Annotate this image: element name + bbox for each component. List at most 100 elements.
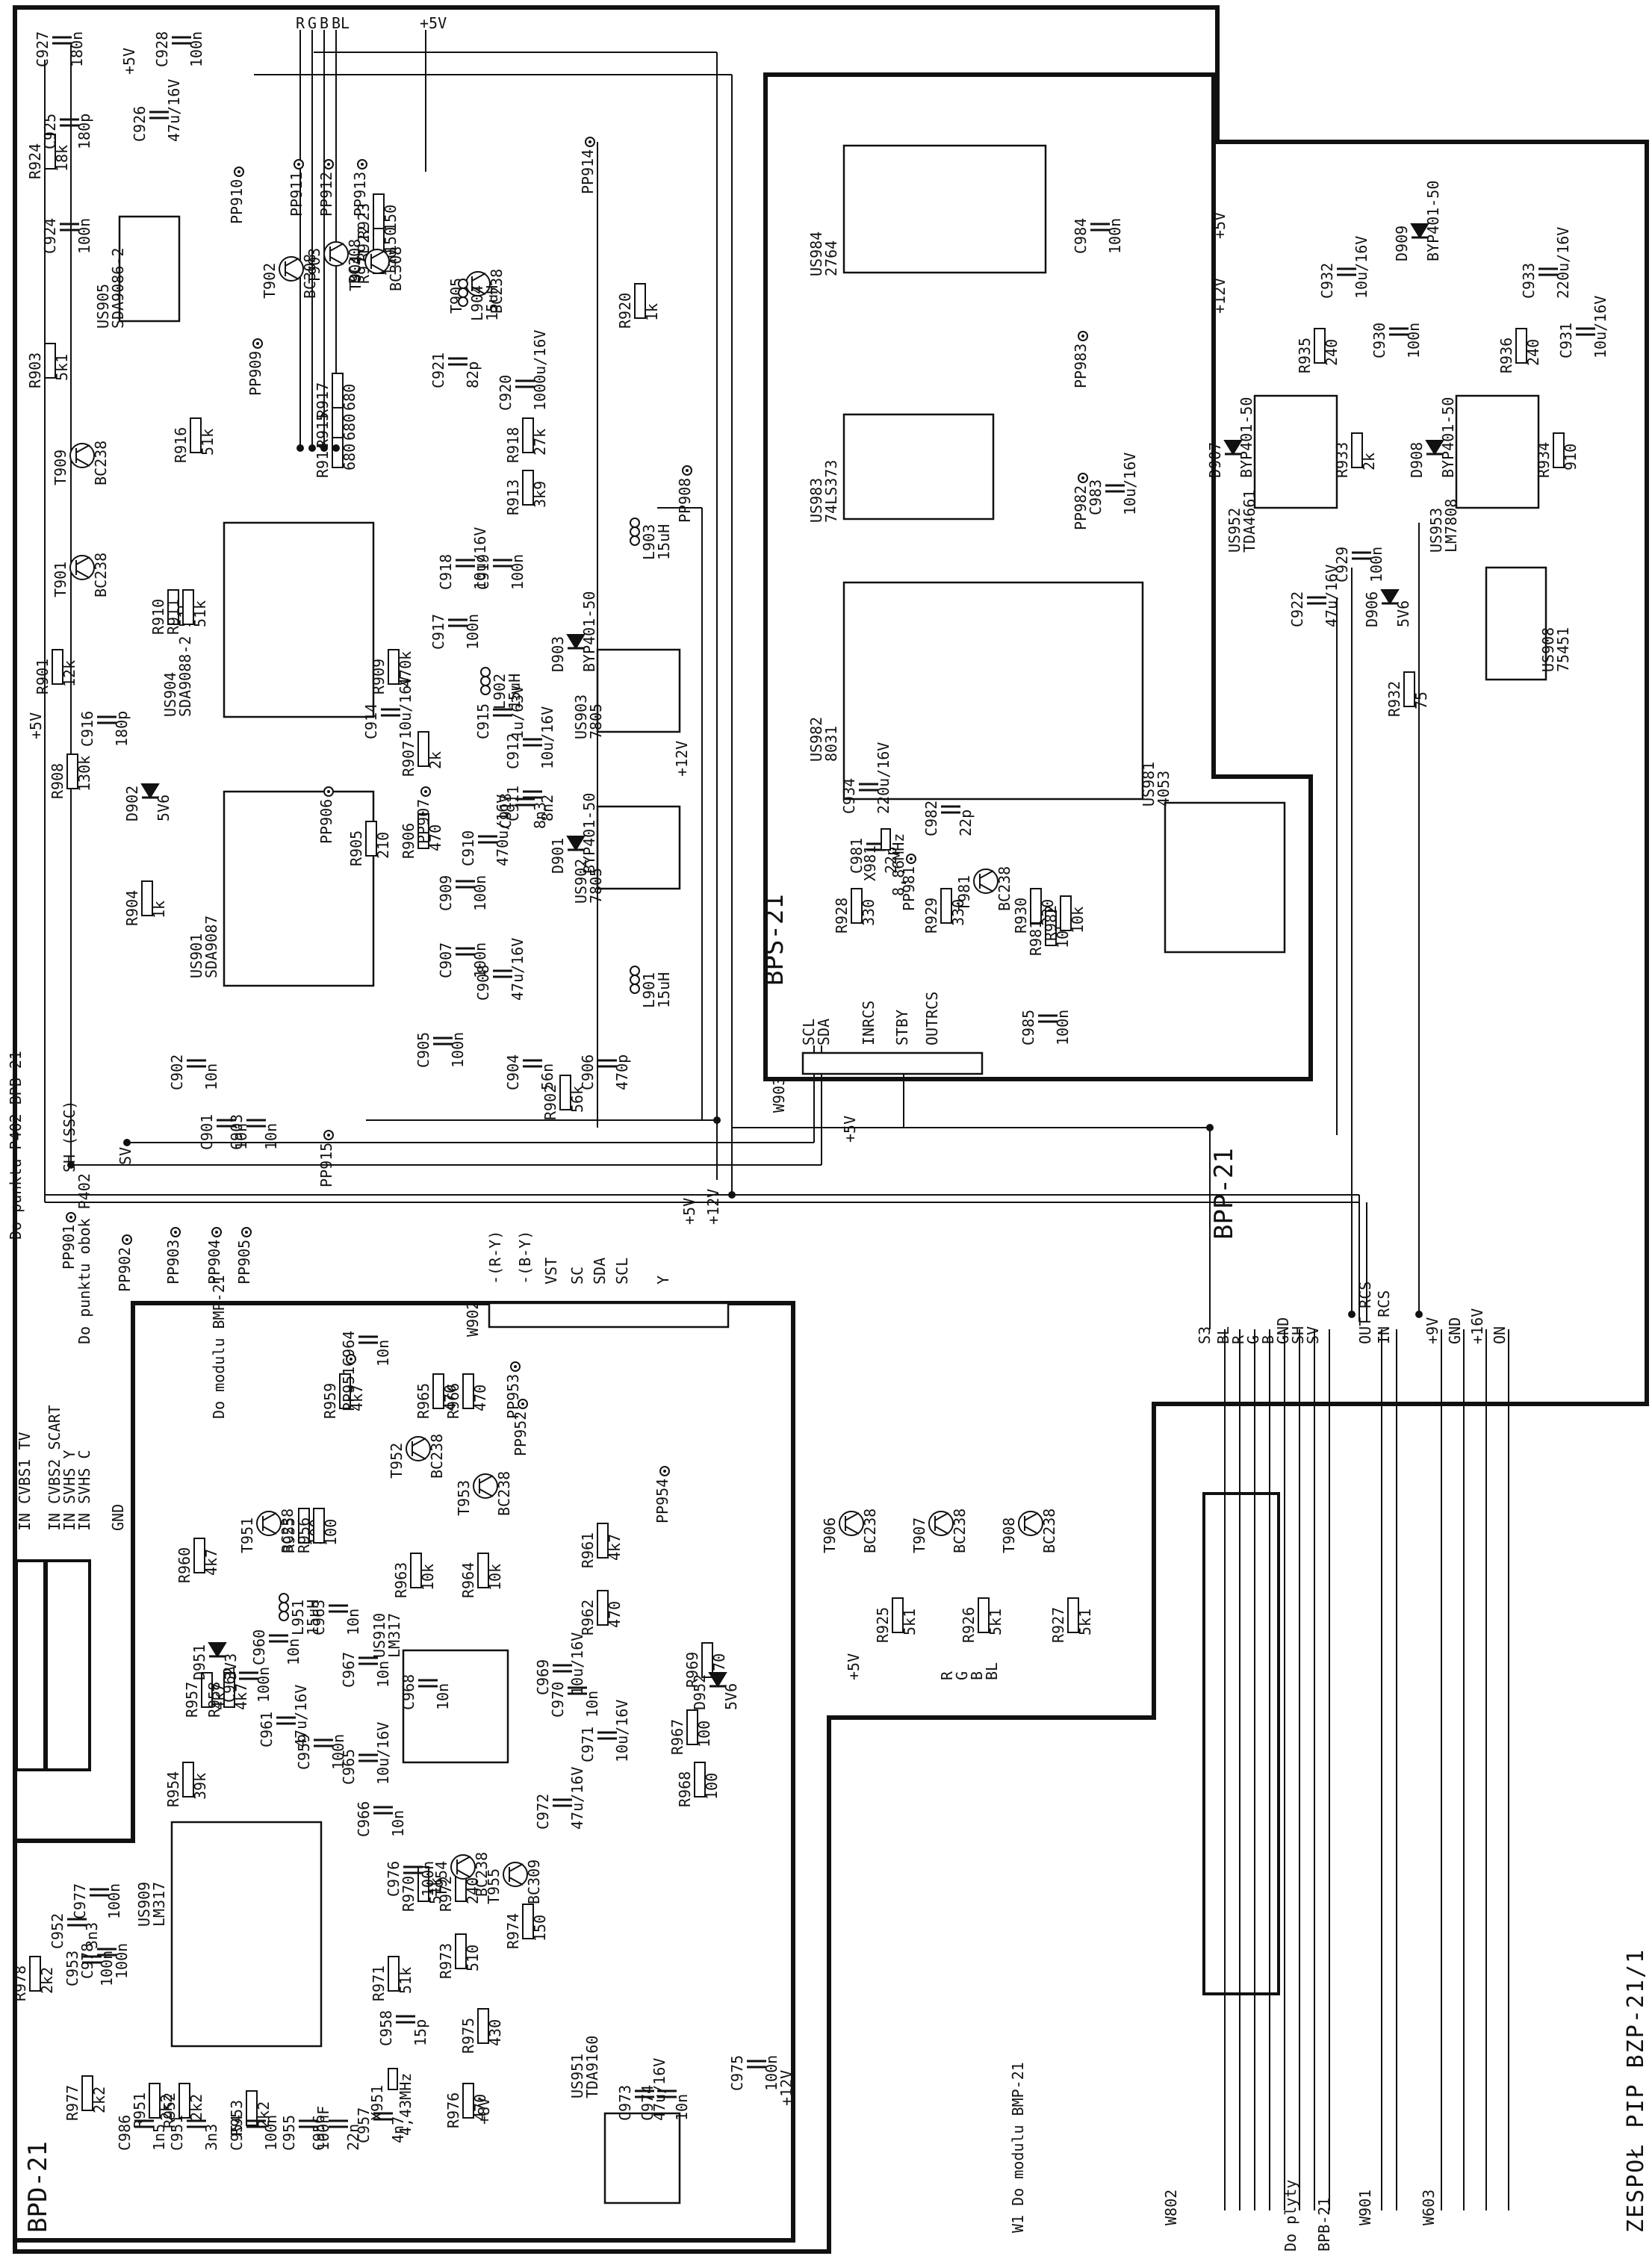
svg-text:18k: 18k — [53, 145, 71, 172]
svg-text:10n: 10n — [262, 1123, 280, 1150]
svg-text:3n3: 3n3 — [202, 2124, 220, 2151]
svg-text:240: 240 — [464, 1877, 482, 1904]
svg-text:10n: 10n — [344, 1609, 362, 1635]
svg-text:OUTRCS: OUTRCS — [923, 992, 941, 1045]
svg-text:BC238: BC238 — [996, 866, 1013, 911]
svg-text:R: R — [1229, 1334, 1247, 1344]
svg-text:100n: 100n — [449, 1032, 467, 1068]
svg-text:10u/16V: 10u/16V — [613, 1700, 631, 1762]
svg-text:C925: C925 — [41, 114, 59, 149]
svg-text:56k: 56k — [568, 1086, 586, 1113]
svg-text:15uH: 15uH — [655, 972, 673, 1008]
svg-text:100n: 100n — [113, 1943, 131, 1979]
svg-text:PP954: PP954 — [653, 1479, 671, 1523]
svg-text:-(R-Y): -(R-Y) — [486, 1231, 504, 1284]
svg-text:T909: T909 — [52, 450, 69, 485]
svg-text:D909: D909 — [1393, 226, 1411, 261]
svg-text:R901: R901 — [34, 659, 52, 694]
svg-text:BC238: BC238 — [92, 441, 110, 485]
svg-text:+12V: +12V — [1211, 278, 1229, 314]
svg-text:470: 470 — [471, 2094, 489, 2121]
svg-text:C966: C966 — [355, 1801, 373, 1837]
svg-text:R972: R972 — [437, 1876, 455, 1912]
svg-text:X951: X951 — [368, 2085, 386, 2121]
svg-text:US910: US910 — [370, 1613, 388, 1658]
svg-text:BC238: BC238 — [861, 1508, 879, 1553]
svg-text:US982: US982 — [807, 717, 825, 762]
svg-text:330: 330 — [949, 899, 967, 926]
svg-text:BC308: BC308 — [387, 246, 405, 291]
svg-text:C968: C968 — [400, 1674, 417, 1710]
transistor-t981: T981 BC238 — [955, 866, 1013, 911]
svg-text:BYP401-50: BYP401-50 — [1424, 181, 1442, 261]
bus-wires — [44, 30, 1509, 2210]
svg-text:TDA4661: TDA4661 — [1240, 490, 1258, 553]
top-rgb-labels: R G B BL +5V — [296, 14, 447, 32]
junction-dot — [1348, 1311, 1356, 1318]
junction-dot — [67, 1161, 75, 1169]
svg-text:Y: Y — [654, 1275, 672, 1284]
test-point-pp907: PP907 — [414, 786, 432, 844]
svg-text:5k1: 5k1 — [987, 1609, 1004, 1635]
svg-text:D903: D903 — [549, 636, 567, 672]
us901-sda9087: US901 SDA9087 — [187, 790, 375, 987]
svg-text:S3: S3 — [1196, 1326, 1214, 1344]
svg-text:R933: R933 — [1333, 442, 1351, 478]
svg-text:R965: R965 — [414, 1383, 432, 1419]
bps-board-outline — [763, 72, 1313, 1081]
svg-text:D951: D951 — [190, 1644, 208, 1680]
svg-text:R923: R923 — [355, 203, 373, 239]
test-point-pp903: PP903 — [164, 1227, 182, 1284]
svg-text:SCL: SCL — [800, 1019, 818, 1045]
svg-text:100n: 100n — [1054, 1010, 1072, 1045]
svg-text:R971: R971 — [370, 1966, 388, 2001]
svg-text:D907: D907 — [1206, 442, 1224, 478]
svg-text:C919: C919 — [474, 554, 492, 590]
svg-text:R906: R906 — [400, 823, 417, 859]
svg-text:15uH: 15uH — [506, 674, 524, 709]
svg-text:R975: R975 — [459, 2018, 477, 2054]
svg-text:R916: R916 — [172, 427, 190, 463]
test-point-pp913: PP913 — [351, 159, 369, 217]
test-point-pp951: PP951 — [340, 1354, 358, 1411]
svg-text:100: 100 — [703, 1773, 721, 1800]
svg-text:12k: 12k — [60, 660, 78, 687]
svg-text:C969: C969 — [534, 1659, 552, 1695]
svg-text:15p: 15p — [412, 2019, 429, 2046]
svg-text:10n: 10n — [374, 1661, 392, 1688]
svg-text:10u/16V: 10u/16V — [538, 706, 556, 769]
svg-text:US952: US952 — [1226, 508, 1243, 553]
svg-text:R929: R929 — [922, 898, 940, 933]
svg-text:7805: 7805 — [587, 703, 605, 739]
svg-text:R918: R918 — [504, 427, 522, 463]
svg-text:C910: C910 — [459, 830, 477, 866]
svg-text:R935: R935 — [1296, 338, 1314, 373]
svg-text:R: R — [938, 1671, 956, 1680]
svg-text:T981: T981 — [955, 875, 973, 911]
svg-text:R956: R956 — [295, 1517, 313, 1553]
svg-text:100n: 100n — [75, 218, 93, 254]
svg-text:Do punktu obok P402: Do punktu obok P402 — [75, 1173, 93, 1344]
